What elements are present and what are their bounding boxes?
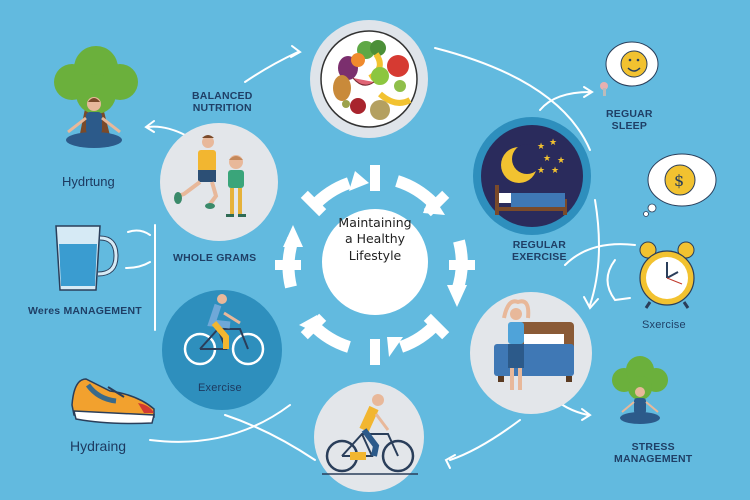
label-hydraing: Hydraing	[70, 438, 127, 454]
runners-icon	[174, 135, 246, 217]
center-circle	[322, 209, 428, 315]
water-mug-icon	[55, 225, 119, 291]
stretching-woman-icon	[494, 299, 574, 390]
label-hydrtung: Hydrtung	[62, 174, 115, 189]
label-regular-exercise: REGULAR EXERCISE	[512, 239, 567, 264]
smiley-thought-icon	[600, 41, 659, 96]
svg-text:★: ★	[557, 156, 565, 166]
svg-text:★: ★	[537, 166, 545, 176]
svg-text:★: ★	[549, 138, 557, 148]
svg-text:★: ★	[537, 142, 545, 152]
running-shoe-icon	[71, 378, 155, 425]
label-sxercise: Sxercise	[642, 319, 686, 331]
coin-thought-icon: $	[643, 153, 717, 217]
cycle-arrows	[275, 165, 475, 365]
alarm-clock-icon	[639, 241, 695, 309]
cyclist-icon	[183, 294, 265, 366]
runners-circle	[160, 123, 278, 241]
meditating-tree-icon	[54, 46, 138, 148]
label-balanced-nutrition: BALANCED NUTRITION	[192, 90, 253, 115]
center-title: Maintaining a Healthy Lifestyle	[338, 215, 412, 263]
svg-text:$: $	[674, 171, 684, 190]
label-weres-management: Weres MANAGEMENT	[28, 305, 142, 317]
svg-text:★: ★	[543, 154, 551, 164]
fruit-plate-icon	[320, 30, 418, 128]
label-whole-grams: WHOLE GRAMS	[173, 252, 257, 264]
moon-bed-icon: ★★★ ★★★	[495, 138, 567, 215]
cyclist-icon	[322, 394, 418, 475]
label-exercise: Exercise	[198, 382, 242, 394]
meditating-tree-icon	[612, 356, 668, 424]
label-reguar-sleep: REGUAR SLEEP	[606, 108, 653, 133]
label-stress-management: STRESS MANAGEMENT	[614, 441, 693, 466]
svg-text:★: ★	[551, 166, 559, 176]
